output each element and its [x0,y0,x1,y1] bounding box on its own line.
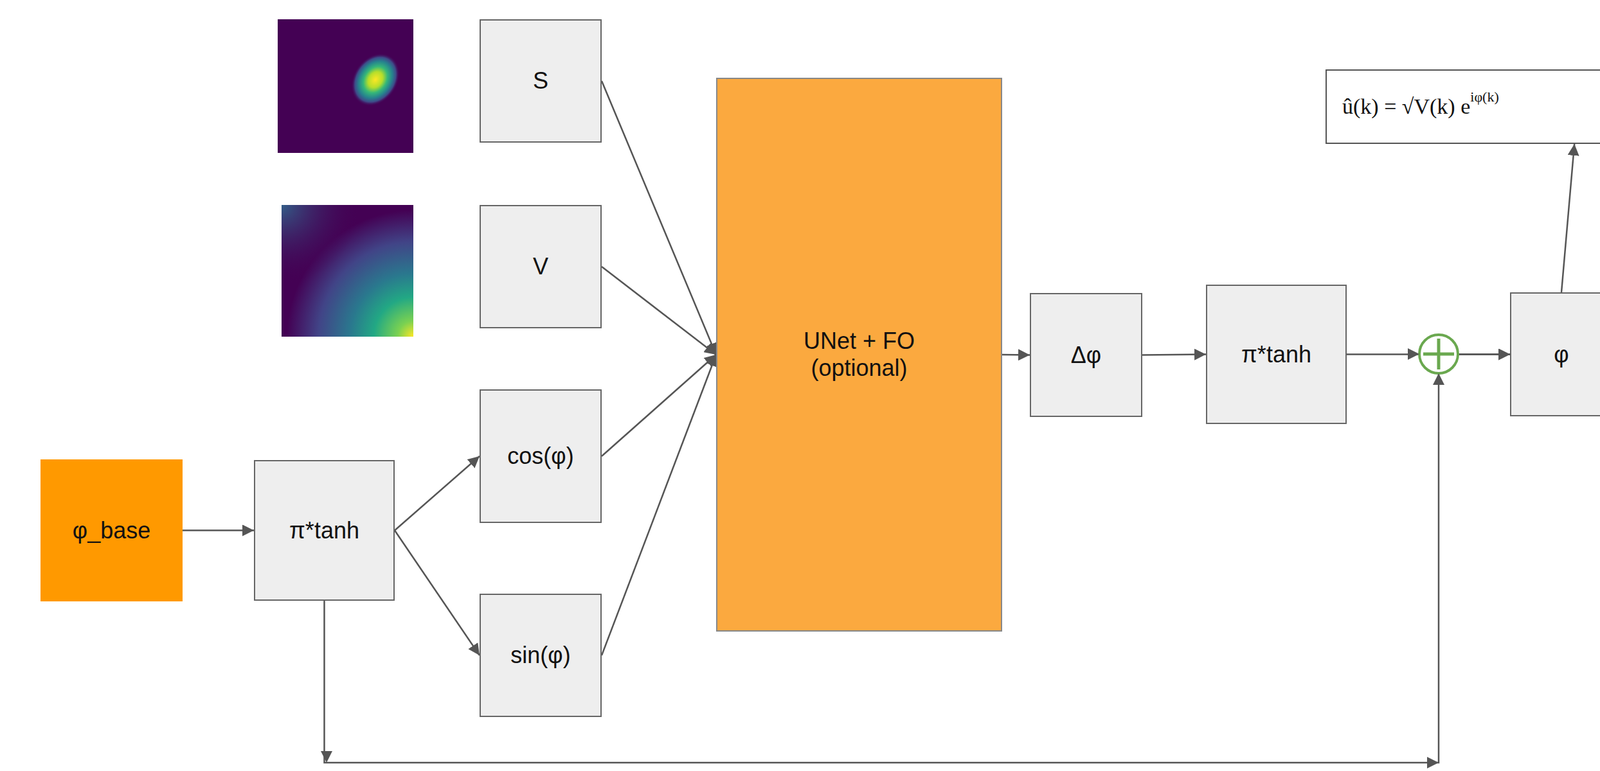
formula-text: iφ(k) [1470,88,1499,106]
node-label: UNet + FO (optional) [788,327,931,382]
sum-circle [1419,334,1458,374]
arrowhead [1427,757,1439,769]
phase-box: φ [1510,292,1600,417]
flow-arrow [394,456,480,531]
activation-box: π*tanh [1205,284,1347,425]
flow-arrow [601,354,717,656]
flow-arrow [1002,354,1030,357]
heatmap-shade [281,205,414,337]
node-label: φ_base [72,517,151,545]
node-label: Δφ [1070,341,1102,369]
flow-arrow [601,354,717,457]
plus-sign [1423,352,1455,357]
node-label: sin(φ) [510,642,571,670]
node-label: V [532,253,549,281]
flow-arrow [1142,354,1206,356]
arrowhead [1407,348,1420,360]
flow-arrow [394,530,480,657]
output-box: Δφ [1029,293,1143,418]
node-label: π*tanh [1241,341,1312,369]
arrowhead [1432,373,1445,386]
heatmap-image [281,205,414,337]
formula-box: û(k) = √V(k) eiφ(k) [1325,69,1600,144]
input-box: sin(φ) [479,593,602,718]
arrowhead [320,751,333,764]
heatmap-image [277,19,414,153]
input-box: cos(φ) [479,389,602,524]
flow-arrow [601,80,717,355]
node-label: φ [1553,341,1569,369]
node-label: cos(φ) [507,442,574,470]
input-box: V [479,205,602,329]
flow-arrow [182,529,254,532]
activation-box: π*tanh [253,460,395,602]
gaussian-blob [341,43,410,116]
network-box: UNet + FO (optional) [716,77,1003,632]
flow-arrow [601,266,717,355]
flow-arrow [1561,143,1575,293]
node-label: S [532,67,549,95]
parameter-box: φ_base [40,459,183,602]
input-box: S [479,19,602,143]
formula-text: û(k) = √V(k) e [1342,94,1471,119]
node-label: π*tanh [289,517,360,545]
